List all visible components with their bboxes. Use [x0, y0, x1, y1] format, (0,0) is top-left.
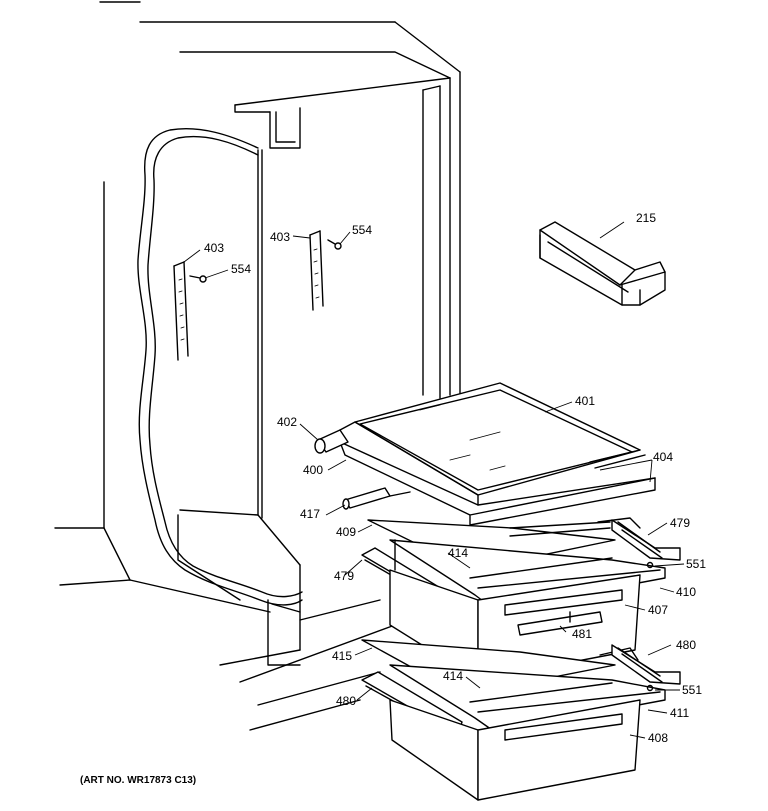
callout-400: 400: [303, 463, 323, 477]
art-number: (ART NO. WR17873 C13): [80, 775, 196, 786]
callout-414-upper: 414: [448, 546, 468, 560]
callout-551-lower: 551: [682, 683, 702, 697]
callout-554-left: 554: [231, 262, 251, 276]
callout-403-middle: 403: [270, 230, 290, 244]
cabinet-cutaway-edge: [137, 128, 303, 606]
callout-479-left: 479: [334, 569, 354, 583]
callout-410: 410: [676, 585, 696, 599]
callout-404: 404: [653, 450, 673, 464]
callout-409: 409: [336, 525, 356, 539]
callout-479-right: 479: [670, 516, 690, 530]
callout-labels: 215 401 402 400 404 417 409 414 479 479 …: [80, 211, 706, 786]
shelf-support-middle: [309, 230, 342, 311]
glass-shelf-401: [314, 382, 656, 526]
callout-402: 402: [277, 415, 297, 429]
callout-417: 417: [300, 507, 320, 521]
callout-411: 411: [670, 706, 689, 720]
callout-415: 415: [332, 649, 352, 663]
callout-414-lower: 414: [443, 669, 463, 683]
shelf-support-left: [173, 261, 207, 361]
callout-554-middle: 554: [352, 223, 372, 237]
callout-215: 215: [636, 211, 656, 225]
shelf-bar-417: [342, 487, 411, 510]
callout-481: 481: [572, 627, 592, 641]
callout-551-upper: 551: [686, 557, 706, 571]
callout-480-left: 480: [336, 694, 356, 708]
callout-480-right: 480: [676, 638, 696, 652]
cabinet-outline: [54, 1, 461, 731]
callout-401: 401: [575, 394, 595, 408]
callout-408: 408: [648, 731, 668, 745]
door-bin-215: [539, 221, 666, 306]
callout-403-left: 403: [204, 241, 224, 255]
crisper-drawer-408: [361, 644, 681, 801]
leader-lines: [183, 221, 685, 739]
callout-407: 407: [648, 603, 668, 617]
